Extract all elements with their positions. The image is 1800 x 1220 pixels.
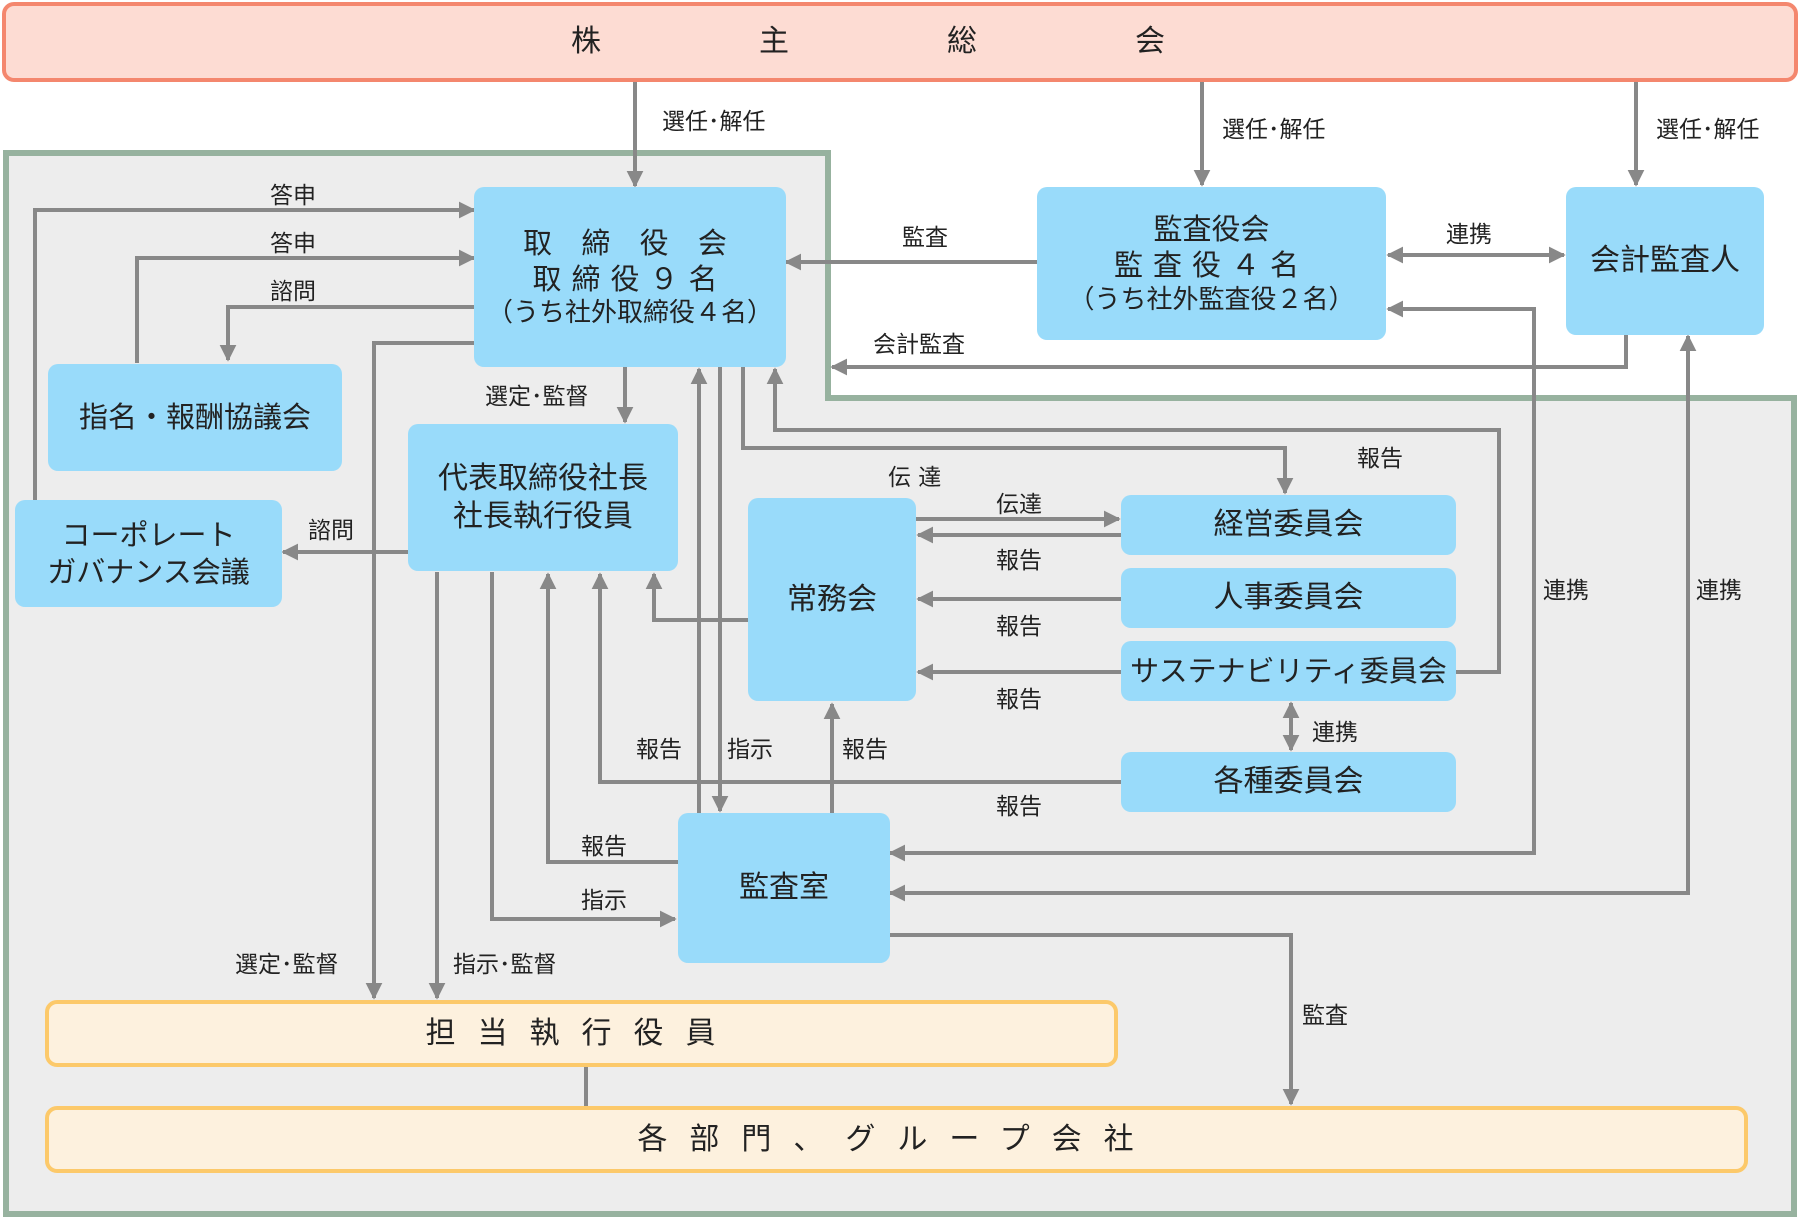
label-answer-governance: 答申	[270, 183, 316, 209]
sustainability-committee: サステナビリティ委員会	[1121, 641, 1456, 701]
president-line1: 代表取締役社長	[438, 461, 648, 496]
label-audit-departments: 監査	[1302, 1003, 1348, 1029]
label-consult-nomination: 諮問	[270, 279, 316, 305]
label-cooperation-auditors: 連携	[1446, 222, 1492, 248]
label-instruct-president-office: 指示	[581, 888, 627, 914]
departments-label: 各部門、グループ会社	[637, 1121, 1156, 1157]
auditors-outside: （うち社外監査役２名）	[1068, 284, 1355, 315]
label-report-office-president: 報告	[581, 834, 627, 860]
label-cooperation-committees: 連携	[1312, 720, 1358, 746]
label-select-supervise-officers: 選定･監督	[235, 952, 339, 978]
departments-group-companies: 各部門、グループ会社	[45, 1106, 1748, 1173]
audit-office-label: 監査室	[739, 870, 829, 906]
accounting-auditor-label: 会計監査人	[1590, 243, 1740, 279]
shareholders-meeting: 株 主 総 会	[2, 2, 1798, 82]
label-elect-dismiss-accounting: 選任･解任	[1656, 117, 1760, 143]
label-answer-nomination: 答申	[270, 231, 316, 257]
label-cooperation-auditors-office: 連携	[1543, 578, 1589, 604]
label-report-office-executive: 報告	[842, 737, 888, 763]
auditors-members: 監査役４名	[1113, 248, 1309, 283]
board-of-directors: 取 締 役 会 取締役９名 （うち社外取締役４名）	[474, 187, 786, 367]
executive-committee: 常務会	[748, 498, 916, 701]
label-report-sustainability-board: 報告	[1357, 446, 1403, 472]
governance-council-line2: ガバナンス会議	[47, 554, 250, 589]
governance-council-line1: コーポレート	[61, 518, 236, 553]
management-committee-label: 経営委員会	[1213, 507, 1364, 543]
board-outside-directors: （うち社外取締役４名）	[486, 298, 773, 328]
sustainability-committee-label: サステナビリティ委員会	[1130, 653, 1447, 688]
label-cooperation-accounting-office: 連携	[1696, 578, 1742, 604]
label-report-various: 報告	[996, 794, 1042, 820]
president-line2: 社長執行役員	[453, 498, 633, 534]
accounting-auditor: 会計監査人	[1566, 187, 1764, 335]
various-committees-label: 各種委員会	[1213, 764, 1364, 800]
hr-committee: 人事委員会	[1121, 568, 1456, 628]
label-instruct-board-office: 指示	[727, 737, 773, 763]
board-title: 取 締 役 会	[523, 225, 737, 260]
label-audit-board: 監査	[902, 225, 948, 251]
label-elect-dismiss-board: 選任･解任	[662, 109, 766, 135]
various-committees: 各種委員会	[1121, 752, 1456, 812]
nomination-council-label: 指名・報酬協議会	[78, 400, 311, 435]
label-instruct-supervise-officers: 指示･監督	[453, 952, 557, 978]
hr-committee-label: 人事委員会	[1213, 580, 1364, 616]
internal-audit-office: 監査室	[678, 813, 890, 963]
label-communicate-management: 伝達	[996, 492, 1042, 518]
nomination-compensation-council: 指名・報酬協議会	[48, 364, 342, 471]
executive-officers: 担当執行役員	[45, 1000, 1118, 1067]
corporate-governance-council: コーポレート ガバナンス会議	[15, 500, 282, 607]
label-accounting-audit: 会計監査	[873, 332, 965, 358]
label-report-office-board: 報告	[636, 737, 682, 763]
auditors-title: 監査役会	[1153, 212, 1270, 246]
executive-officers-label: 担当執行役員	[425, 1015, 738, 1051]
label-elect-dismiss-auditors: 選任･解任	[1222, 117, 1326, 143]
president: 代表取締役社長 社長執行役員	[408, 424, 678, 571]
label-consult-governance: 諮問	[308, 518, 354, 544]
label-select-supervise-president: 選定･監督	[485, 384, 589, 410]
management-committee: 経営委員会	[1121, 495, 1456, 555]
audit-and-supervisory-board: 監査役会 監査役４名 （うち社外監査役２名）	[1037, 187, 1386, 340]
label-communicate-board: 伝 達	[888, 465, 942, 491]
label-report-hr: 報告	[996, 614, 1042, 640]
shareholders-meeting-label: 株 主 総 会	[571, 24, 1229, 60]
board-members: 取締役９名	[532, 261, 728, 296]
label-report-sustainability: 報告	[996, 687, 1042, 713]
label-report-management: 報告	[996, 548, 1042, 574]
executive-committee-label: 常務会	[787, 581, 877, 617]
